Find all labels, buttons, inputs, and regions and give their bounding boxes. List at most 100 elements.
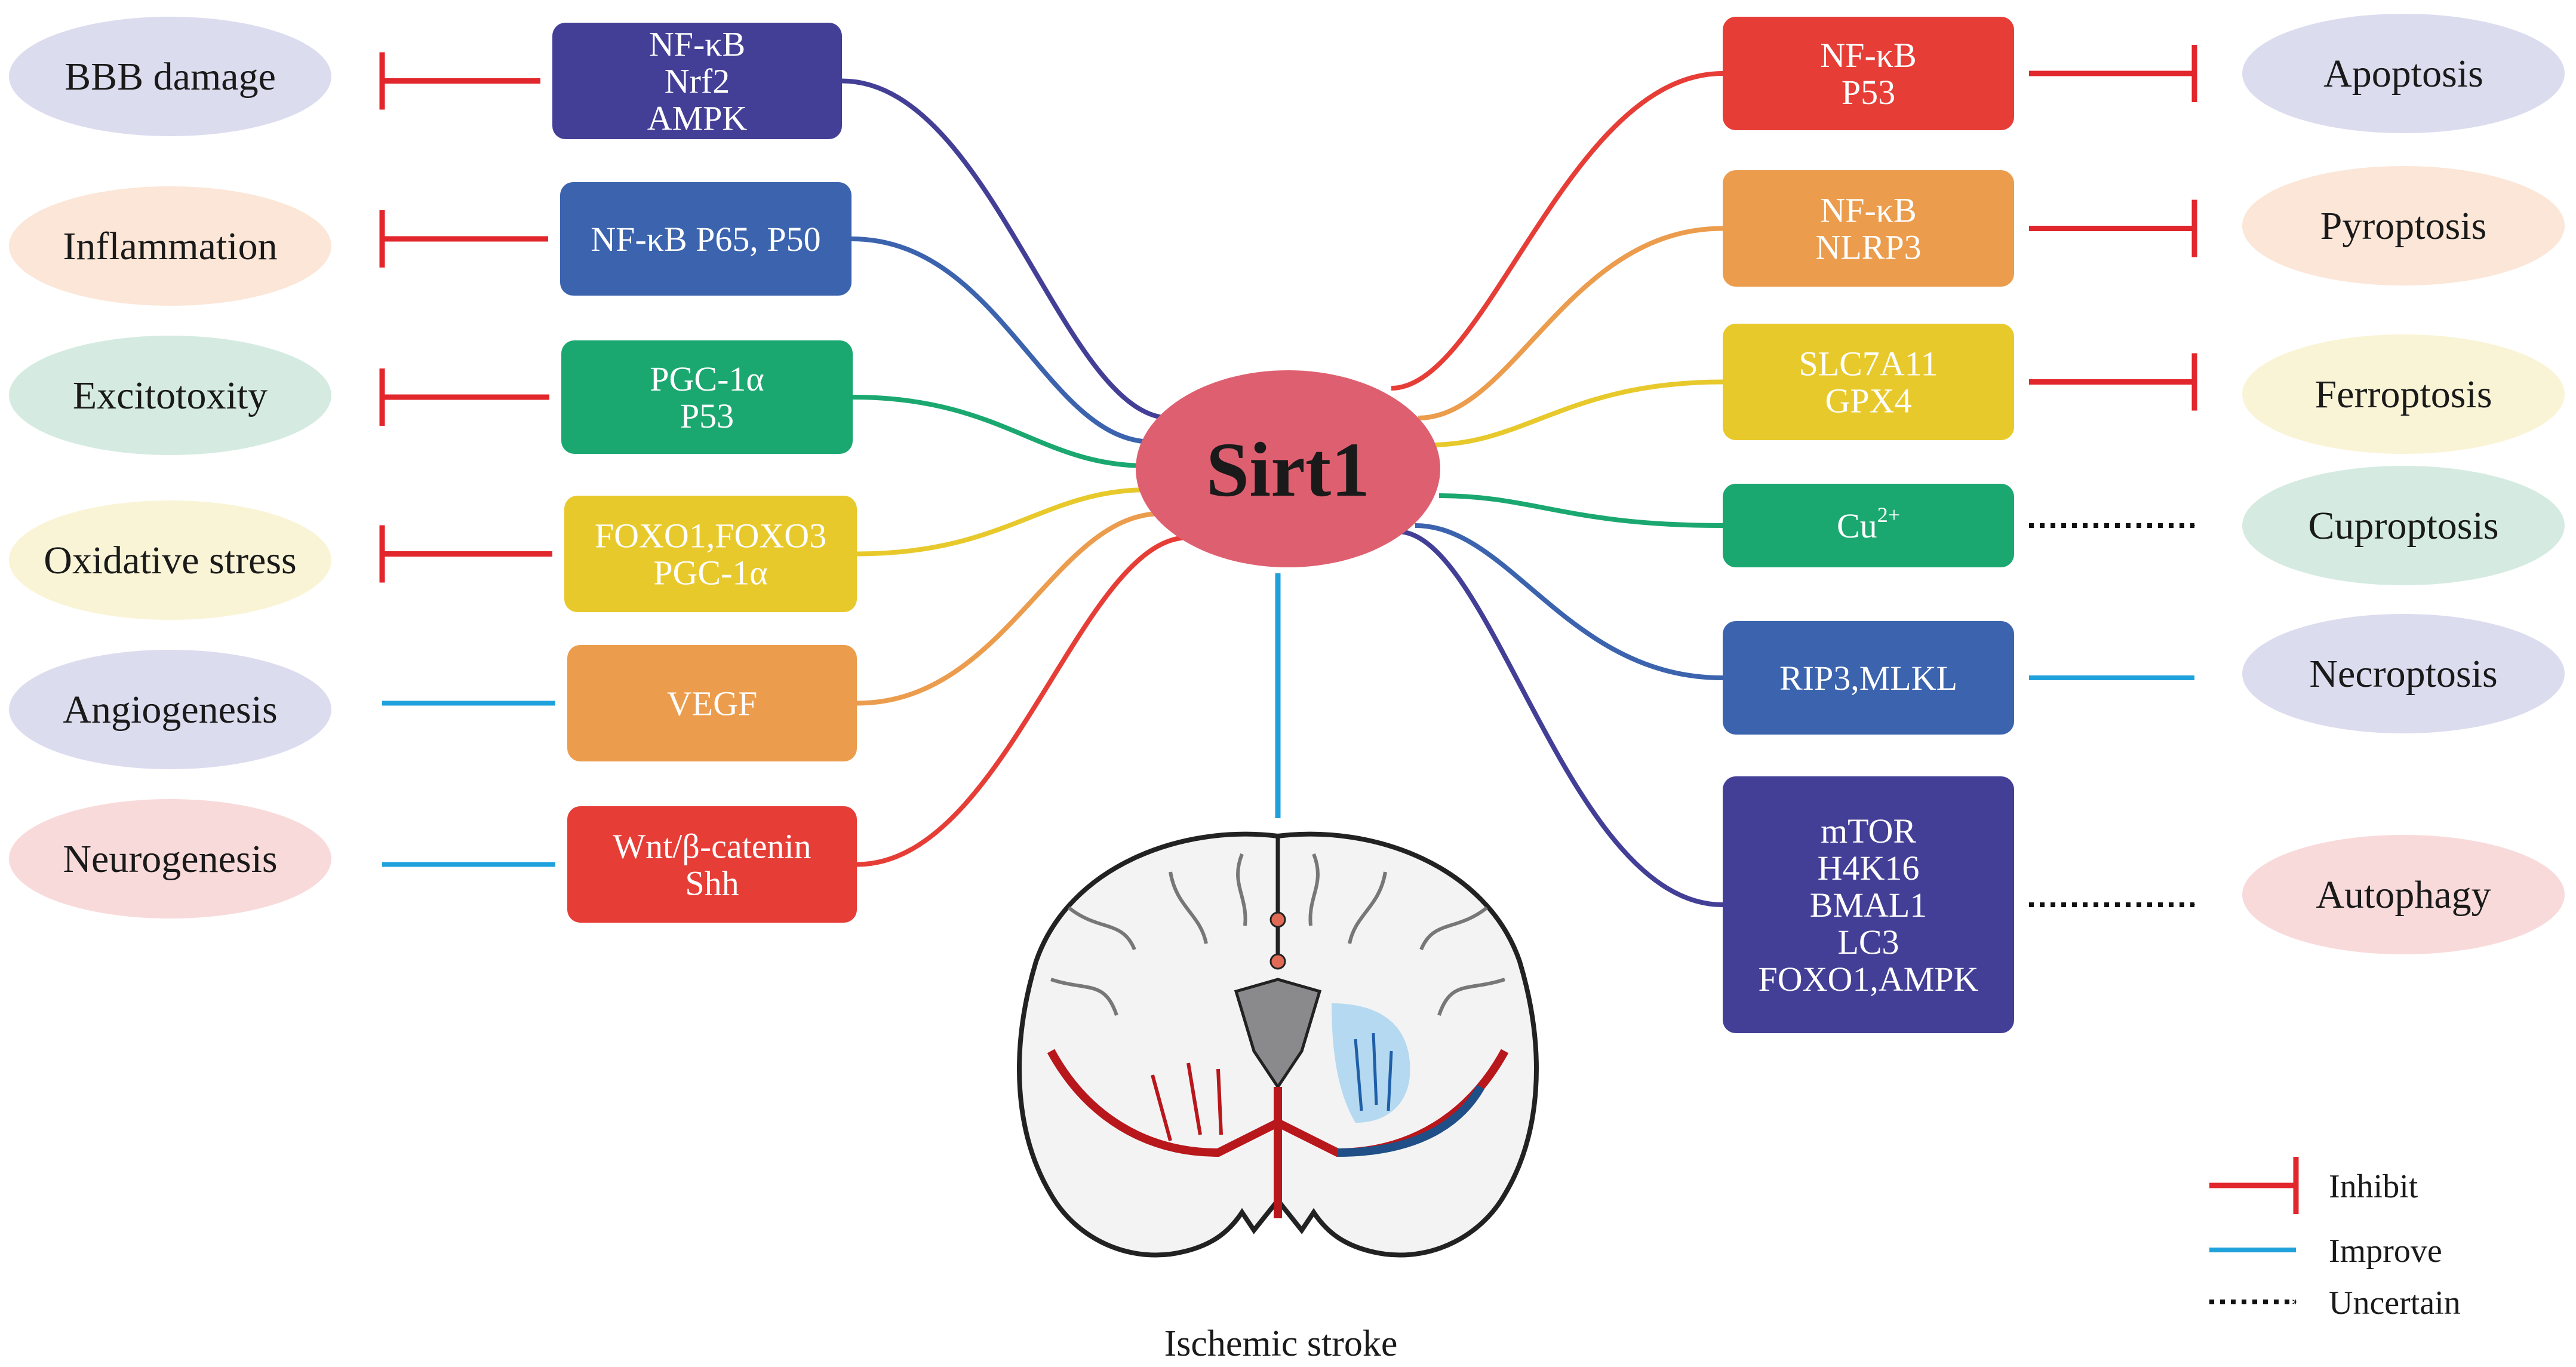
left-mediator-4-line-0: VEGF bbox=[667, 684, 757, 723]
left-outcome-ellipse-4 bbox=[9, 650, 331, 769]
left-mediator-rect-2 bbox=[561, 340, 853, 454]
right-connector-2 bbox=[1430, 379, 1723, 447]
right-mediator-rect-3 bbox=[1723, 484, 2014, 567]
ischemic-stroke-label: Ischemic stroke bbox=[1164, 1323, 1398, 1364]
left-mediator-3-line-1: PGC-1α bbox=[653, 554, 768, 592]
right-mediator-1-line-0: NF-κB bbox=[1820, 191, 1916, 230]
left-mediator-0-line-2: AMPK bbox=[647, 99, 748, 138]
left-outcome-ellipse-0 bbox=[9, 17, 331, 136]
right-outcome-label-5: Autophagy bbox=[2316, 873, 2491, 917]
right-mediator-rect-5 bbox=[1723, 776, 2014, 1033]
left-mediator-0-line-0: NF-κB bbox=[649, 25, 745, 64]
sirt1-ellipse bbox=[1136, 370, 1440, 567]
right-mediator-rect-4 bbox=[1723, 621, 2014, 735]
right-outcome-0: Apoptosis bbox=[2242, 14, 2565, 133]
left-outcome-1: Inflammation bbox=[9, 186, 331, 306]
left-mediator-box-1: NF-κB P65, P50 bbox=[560, 182, 852, 296]
left-outcome-label-1: Inflammation bbox=[63, 225, 277, 268]
left-outcome-ellipse-3 bbox=[9, 500, 331, 620]
left-mediator-rect-1 bbox=[560, 182, 852, 296]
right-mediator-box-3: Cu2+ bbox=[1723, 484, 2014, 567]
right-mediator-5-line-0: mTOR bbox=[1821, 812, 1916, 850]
left-outcome-label-2: Excitotoxity bbox=[73, 374, 268, 417]
left-mediator-2-line-1: P53 bbox=[680, 397, 734, 435]
left-connector-3 bbox=[856, 487, 1150, 557]
right-outcome-ellipse-0 bbox=[2242, 14, 2565, 133]
right-outcome-2: Ferroptosis bbox=[2242, 334, 2565, 454]
left-outcome-label-4: Angiogenesis bbox=[63, 688, 277, 732]
right-mediator-2-line-1: GPX4 bbox=[1825, 382, 1911, 420]
left-outcome-5: Neurogenesis bbox=[9, 799, 331, 918]
left-mediator-0-line-1: Nrf2 bbox=[665, 62, 730, 101]
left-outcome-0: BBB damage bbox=[9, 17, 331, 136]
left-outcome-label-3: Oxidative stress bbox=[44, 539, 296, 582]
legend-label-improve: Improve bbox=[2329, 1233, 2442, 1270]
right-mediator-5-line-2: BMAL1 bbox=[1810, 886, 1928, 924]
right-outcome-ellipse-5 bbox=[2242, 835, 2565, 954]
right-mediator-1-line-1: NLRP3 bbox=[1815, 228, 1921, 267]
left-outcome-4: Angiogenesis bbox=[9, 650, 331, 769]
left-mediator-5-line-1: Shh bbox=[685, 864, 739, 903]
right-connector-0 bbox=[1391, 71, 1723, 391]
superscript-charge: 2+ bbox=[1877, 503, 1900, 527]
left-mediator-rect-0 bbox=[552, 23, 842, 139]
left-mediator-rect-5 bbox=[567, 806, 857, 923]
left-outcome-2: Excitotoxity bbox=[9, 336, 331, 455]
right-mediator-0-line-1: P53 bbox=[1842, 73, 1895, 112]
right-mediator-rect-1 bbox=[1723, 170, 2014, 287]
right-connector-5 bbox=[1397, 529, 1723, 907]
left-outcome-ellipse-2 bbox=[9, 336, 331, 455]
right-outcome-label-0: Apoptosis bbox=[2323, 52, 2483, 96]
right-mediator-5-line-4: FOXO1,AMPK bbox=[1758, 960, 1978, 999]
left-mediator-5-line-0: Wnt/β-catenin bbox=[613, 827, 811, 866]
right-outcome-label-4: Necroptosis bbox=[2309, 652, 2497, 696]
left-connector-1 bbox=[851, 236, 1153, 444]
right-outcome-5: Autophagy bbox=[2242, 835, 2565, 954]
right-connector-3 bbox=[1438, 493, 1723, 528]
left-outcome-ellipse-5 bbox=[9, 799, 331, 918]
right-outcome-3: Cuproptosis bbox=[2242, 466, 2565, 585]
right-mediator-3-line-0: Cu2+ bbox=[1837, 503, 1900, 545]
left-connector-0 bbox=[841, 78, 1171, 420]
left-connector-4 bbox=[856, 511, 1162, 706]
brain-coronal-section-icon bbox=[1017, 831, 1539, 1258]
right-outcome-ellipse-2 bbox=[2242, 334, 2565, 454]
left-outcome-label-0: BBB damage bbox=[64, 55, 276, 99]
legend-label-inhibit: Inhibit bbox=[2329, 1168, 2418, 1205]
left-mediator-3-line-0: FOXO1,FOXO3 bbox=[595, 517, 826, 555]
right-outcome-ellipse-3 bbox=[2242, 466, 2565, 585]
left-outcome-3: Oxidative stress bbox=[9, 500, 331, 620]
right-mediator-4-line-0: RIP3,MLKL bbox=[1779, 659, 1957, 698]
right-mediator-rect-2 bbox=[1723, 324, 2014, 440]
left-connector-5 bbox=[856, 535, 1189, 867]
right-outcome-1: Pyroptosis bbox=[2242, 166, 2565, 285]
left-outcome-ellipse-1 bbox=[9, 186, 331, 306]
right-mediator-0-line-0: NF-κB bbox=[1820, 36, 1916, 75]
left-mediator-2-line-0: PGC-1α bbox=[650, 360, 764, 398]
right-outcome-4: Necroptosis bbox=[2242, 614, 2565, 733]
left-outcome-label-5: Neurogenesis bbox=[63, 837, 277, 881]
right-mediator-box-4: RIP3,MLKL bbox=[1723, 621, 2014, 735]
left-mediator-rect-3 bbox=[564, 496, 857, 612]
right-outcome-ellipse-1 bbox=[2242, 166, 2565, 285]
right-connector-4 bbox=[1415, 523, 1723, 680]
right-connector-1 bbox=[1418, 226, 1723, 420]
right-mediator-rect-0 bbox=[1723, 17, 2014, 130]
left-mediator-1-line-0: NF-κB P65, P50 bbox=[591, 220, 820, 259]
right-outcome-ellipse-4 bbox=[2242, 614, 2565, 733]
left-mediator-box-4: VEGF bbox=[567, 645, 857, 761]
left-connector-2 bbox=[852, 395, 1147, 468]
sirt1-label: Sirt1 bbox=[1206, 427, 1370, 513]
right-mediator-2-line-0: SLC7A11 bbox=[1799, 345, 1938, 383]
